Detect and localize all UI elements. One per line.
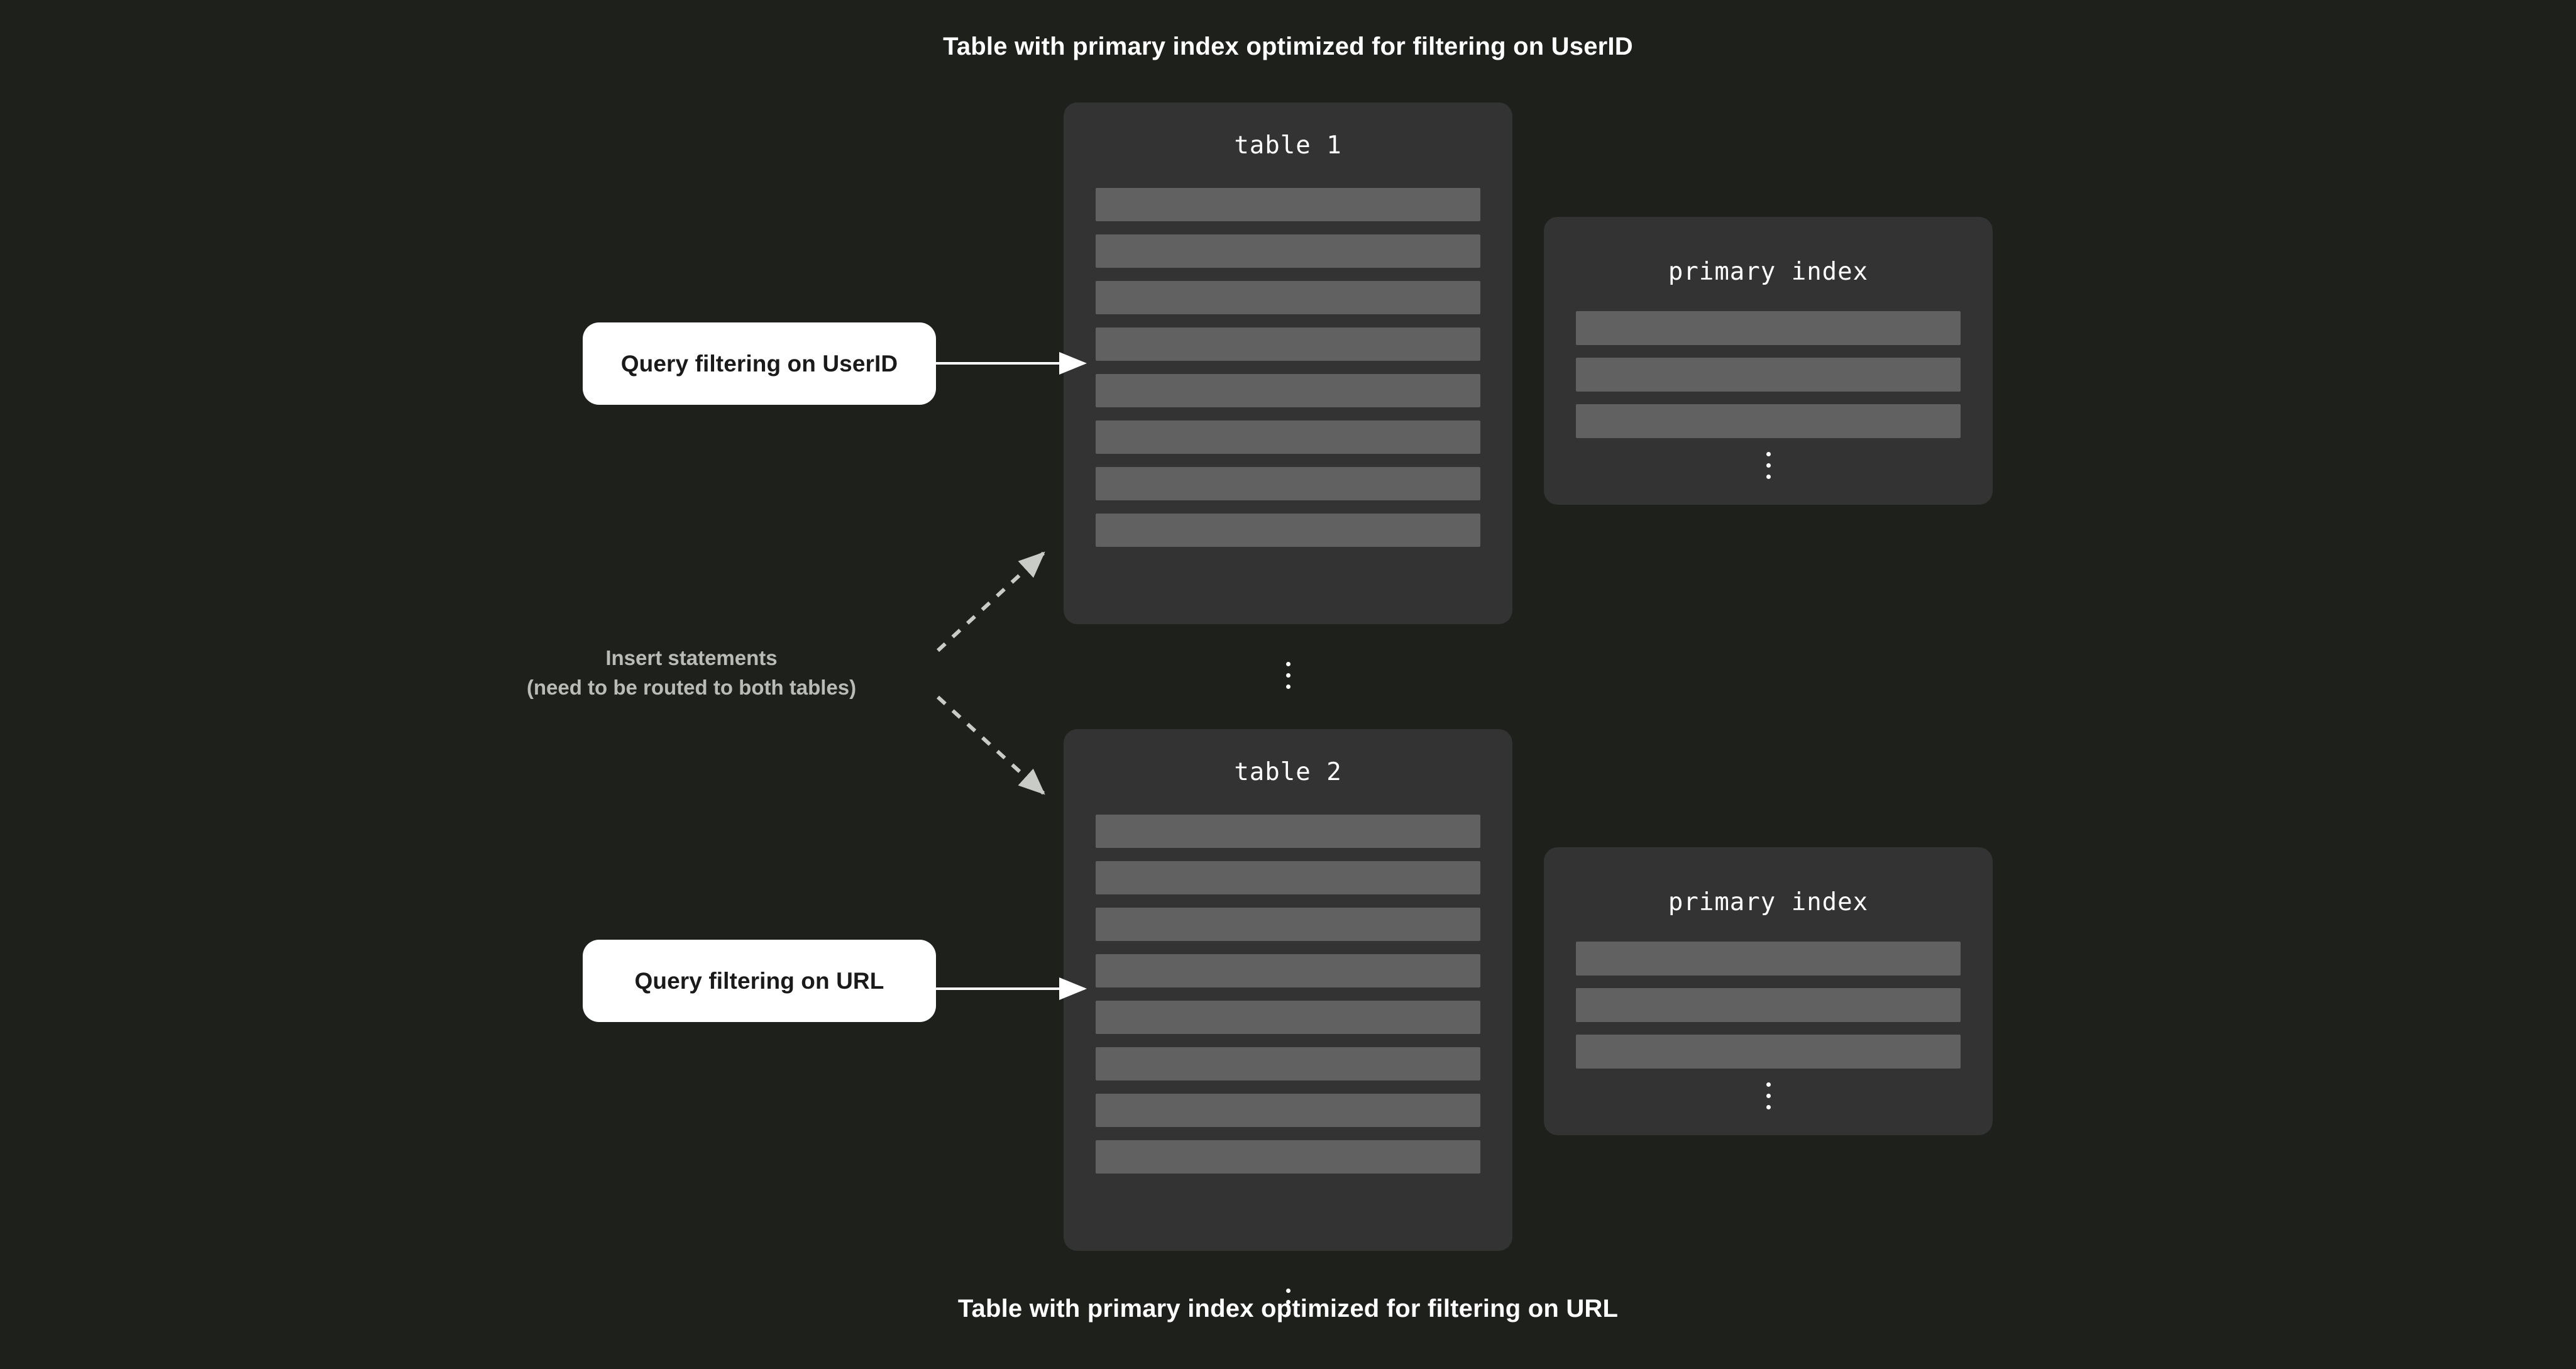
arrow-insert-to-table-2 [936,695,1045,795]
table-1-rows [1064,188,1512,560]
primary-index-1-title: primary index [1668,258,1869,286]
table-row [1096,327,1480,361]
table-row [1096,188,1480,221]
insert-note-line-2: (need to be routed to both tables) [526,676,857,700]
table-1-panel[interactable]: table 1 [1064,102,1512,689]
table-row [1096,1094,1480,1127]
table-row [1096,1047,1480,1080]
table-row [1096,234,1480,268]
table-row [1096,954,1480,987]
top-caption: Table with primary index optimized for f… [943,33,1633,60]
table-2-ellipsis-icon [1064,1289,1512,1322]
table-2-rows [1064,815,1512,1187]
table-row [1096,281,1480,314]
primary-index-2-ellipsis-icon [1544,1082,1993,1116]
table-row [1096,815,1480,848]
table-row [1096,861,1480,894]
index-row [1576,942,1961,976]
table-row [1096,514,1480,547]
table-1-ellipsis-icon [1064,662,1512,696]
arrow-insert-to-table-1 [936,551,1045,652]
index-row [1576,988,1961,1022]
table-row [1096,421,1480,454]
primary-index-2-rows [1544,942,1993,1081]
query-filtering-on-url-box[interactable]: Query filtering on URL [583,940,936,1022]
query-url-label: Query filtering on URL [634,967,884,994]
query-filtering-on-userid-box[interactable]: Query filtering on UserID [583,322,936,405]
table-row [1096,1140,1480,1174]
index-row [1576,404,1961,438]
table-row [1096,908,1480,941]
insert-note-line-1: Insert statements [605,646,778,669]
primary-index-1-rows [1544,311,1993,451]
table-1-title: table 1 [1234,131,1342,160]
table-2-title: table 2 [1234,758,1342,786]
index-row [1576,311,1961,345]
table-row [1096,467,1480,500]
table-row [1096,374,1480,407]
index-row [1576,1035,1961,1069]
primary-index-2-panel[interactable]: primary index [1544,847,1993,1135]
primary-index-2-title: primary index [1668,888,1869,916]
insert-statements-note: Insert statements (need to be routed to … [490,643,893,702]
bottom-caption: Table with primary index optimized for f… [957,1295,1619,1322]
query-userid-label: Query filtering on UserID [620,350,898,377]
table-row [1096,1001,1480,1034]
index-row [1576,358,1961,392]
primary-index-1-panel[interactable]: primary index [1544,217,1993,505]
primary-index-1-ellipsis-icon [1544,452,1993,486]
table-2-panel[interactable]: table 2 [1064,729,1512,1316]
